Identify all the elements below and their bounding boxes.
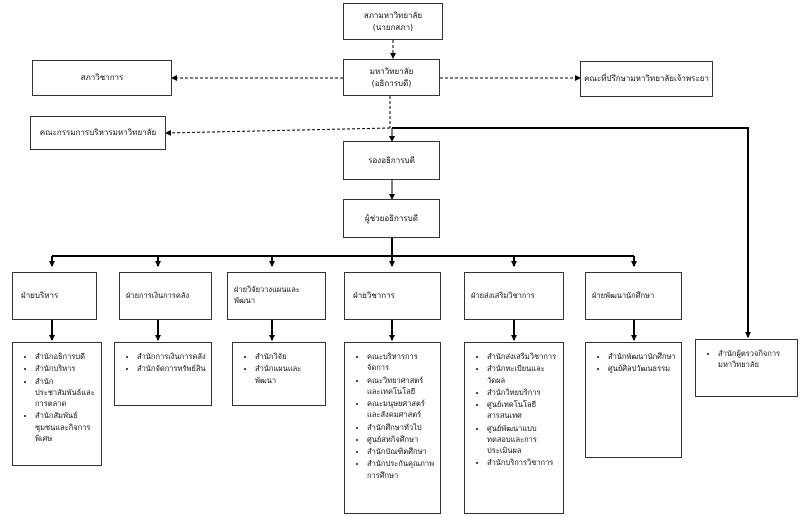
- unit-item: คณะบริหารการจัดการ: [367, 351, 436, 374]
- council-name: สภามหาวิทยาลัย: [363, 10, 423, 20]
- department-box-student-development: ฝ่ายพัฒนานักศึกษา: [585, 272, 682, 320]
- unit-item: สำนักประชาสัมพันธ์และการตลาด: [35, 376, 97, 410]
- department-name: ฝ่ายการเงินการคลัง: [126, 290, 190, 300]
- unit-list: คณะบริหารการจัดการ คณะวิทยาศาสตร์และเทคโ…: [345, 343, 440, 486]
- units-box-student-development: สำนักพัฒนานักศึกษา ศูนย์ศิลปวัฒนธรรม: [585, 342, 682, 458]
- university-president: (อธิการบดี): [371, 78, 412, 88]
- units-box-research: สำนักวิจัย สำนักแผนและพัฒนา: [232, 342, 326, 406]
- department-box-academic-promotion: ฝ่ายส่งเสริมวิชาการ: [464, 272, 564, 320]
- department-name: ฝ่ายวิชาการ: [353, 291, 395, 301]
- unit-item: สำนักสัมพันธ์ชุมชนและกิจการพิเศษ: [35, 410, 97, 444]
- council-chair: (นายกสภา): [372, 22, 414, 32]
- unit-item: สำนักอธิการบดี: [35, 351, 97, 362]
- unit-item: สำนักศึกษาทั่วไป: [367, 422, 436, 433]
- department-name: ฝ่ายวิจัยวางแผนและพัฒนา: [234, 285, 300, 305]
- university-council-box: สภามหาวิทยาลัย (นายกสภา): [343, 3, 443, 40]
- department-box-academic: ฝ่ายวิชาการ: [344, 272, 441, 320]
- unit-list: สำนักการเงินการคลัง สำนักจัดการทรัพย์สิน: [115, 343, 211, 380]
- department-name: ฝ่ายบริหาร: [21, 291, 59, 301]
- unit-item: สำนักพัฒนานักศึกษา: [608, 351, 677, 362]
- unit-item: คณะวิทยาศาสตร์และเทคโนโลยี: [367, 375, 436, 398]
- admin-committee-label: คณะกรรมการบริหารมหาวิทยาลัย: [39, 128, 157, 138]
- unit-list: สำนักผู้ตรวจกิจการมหาวิทยาลัย: [696, 340, 797, 376]
- unit-item: สำนักผู้ตรวจกิจการมหาวิทยาลัย: [718, 348, 793, 371]
- assistant-president-box: ผู้ช่วยอธิการบดี: [343, 199, 440, 238]
- unit-item: ศูนย์พัฒนาแบบทดสอบและการประเมินผล: [487, 423, 559, 457]
- advisory-committee-box: คณะที่ปรึกษามหาวิทยาลัยเจ้าพระยา: [580, 61, 713, 97]
- unit-item: ศูนย์ศิลปวัฒนธรรม: [608, 363, 677, 374]
- units-box-academic: คณะบริหารการจัดการ คณะวิทยาศาสตร์และเทคโ…: [344, 342, 441, 514]
- department-box-admin: ฝ่ายบริหาร: [12, 272, 97, 320]
- academic-senate-label: สภาวิชาการ: [80, 73, 124, 83]
- unit-item: ศูนย์สหกิจศึกษา: [367, 434, 436, 445]
- dashed-arrow-to-admin-committee: [165, 127, 391, 136]
- assistant-president-label: ผู้ช่วยอธิการบดี: [365, 213, 418, 223]
- unit-item: ศูนย์เทคโนโลยีสารสนเทศ: [487, 399, 559, 422]
- unit-list: สำนักวิจัย สำนักแผนและพัฒนา: [233, 343, 325, 391]
- advisory-committee-label: คณะที่ปรึกษามหาวิทยาลัยเจ้าพระยา: [584, 74, 709, 84]
- unit-item: คณะมนุษยศาสตร์และสังคมศาสตร์: [367, 398, 436, 421]
- unit-item: สำนักประกันคุณภาพการศึกษา: [367, 458, 436, 481]
- unit-item: สำนักส่งเสริมวิชาการ: [487, 351, 559, 362]
- university-name: มหาวิทยาลัย: [369, 66, 414, 76]
- unit-item: สำนักวิทยบริการ: [487, 387, 559, 398]
- unit-item: สำนักทะเบียนและวัดผล: [487, 363, 559, 386]
- department-name: ฝ่ายส่งเสริมวิชาการ: [471, 290, 535, 300]
- unit-list: สำนักพัฒนานักศึกษา ศูนย์ศิลปวัฒนธรรม: [586, 343, 681, 380]
- unit-item: สำนักวิจัย: [255, 351, 321, 362]
- unit-list: สำนักอธิการบดี สำนักบริหาร สำนักประชาสัม…: [13, 343, 101, 449]
- department-box-research: ฝ่ายวิจัยวางแผนและพัฒนา: [227, 272, 326, 320]
- arrow-to-audit-office: [392, 127, 751, 338]
- vice-president-box: รองอธิการบดี: [343, 141, 440, 180]
- units-box-admin: สำนักอธิการบดี สำนักบริหาร สำนักประชาสัม…: [12, 342, 102, 466]
- department-name: ฝ่ายพัฒนานักศึกษา: [592, 290, 655, 300]
- unit-item: สำนักการเงินการคลัง: [137, 351, 207, 362]
- admin-committee-box: คณะกรรมการบริหารมหาวิทยาลัย: [30, 116, 166, 150]
- vice-president-label: รองอธิการบดี: [368, 155, 415, 165]
- audit-office-box: สำนักผู้ตรวจกิจการมหาวิทยาลัย: [695, 339, 798, 397]
- units-box-academic-promotion: สำนักส่งเสริมวิชาการ สำนักทะเบียนและวัดผ…: [464, 342, 564, 514]
- department-box-finance: ฝ่ายการเงินการคลัง: [119, 272, 212, 320]
- unit-item: สำนักบริหาร: [35, 363, 97, 374]
- university-box: มหาวิทยาลัย (อธิการบดี): [343, 59, 440, 96]
- unit-item: สำนักบัณฑิตศึกษา: [367, 446, 436, 457]
- unit-item: สำนักแผนและพัฒนา: [255, 363, 321, 386]
- unit-item: สำนักบริการวิชาการ: [487, 457, 559, 468]
- academic-senate-box: สภาวิชาการ: [32, 60, 172, 96]
- units-box-finance: สำนักการเงินการคลัง สำนักจัดการทรัพย์สิน: [114, 342, 212, 406]
- unit-list: สำนักส่งเสริมวิชาการ สำนักทะเบียนและวัดผ…: [465, 343, 563, 474]
- unit-item: สำนักจัดการทรัพย์สิน: [137, 363, 207, 374]
